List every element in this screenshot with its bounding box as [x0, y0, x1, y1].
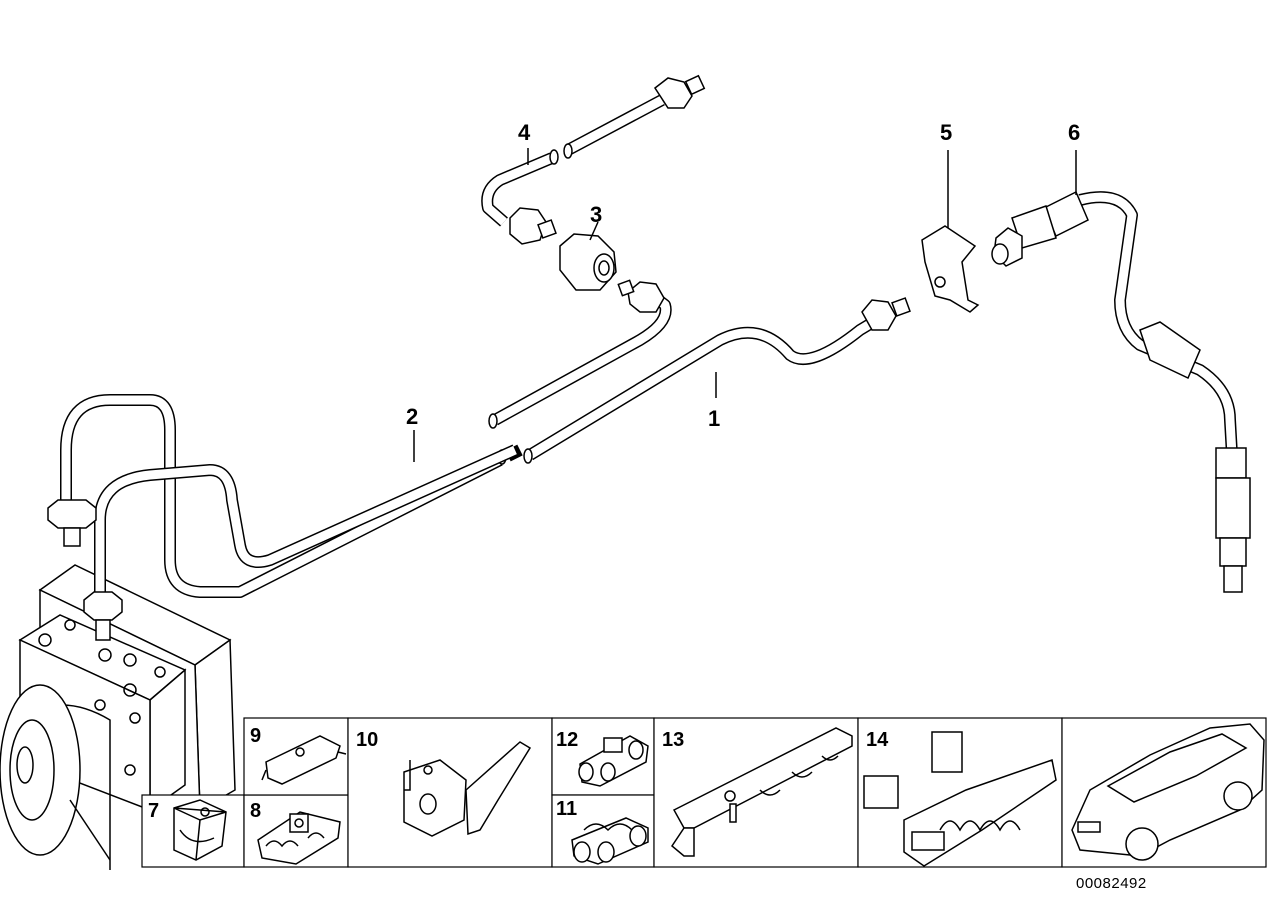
rail-13 — [671, 727, 853, 857]
callout-2: 2 — [406, 404, 418, 429]
bracket-10 — [403, 741, 532, 837]
clips-14 — [863, 731, 1057, 867]
callout-4: 4 — [518, 120, 531, 145]
parts-inset-grid: 7 8 9 10 11 12 13 14 — [141, 717, 1267, 868]
adapter-3 — [559, 221, 617, 291]
clip-7 — [173, 799, 227, 861]
callout-3: 3 — [590, 202, 602, 227]
vehicle-outline — [1071, 723, 1265, 861]
brake-line-1 — [94, 312, 884, 600]
callout-14: 14 — [866, 729, 889, 751]
callout-1: 1 — [708, 406, 720, 431]
clip-8 — [257, 811, 341, 865]
clip-11 — [571, 817, 649, 865]
callout-12: 12 — [556, 729, 578, 751]
clip-12 — [578, 735, 649, 787]
fitting-part-1 — [861, 297, 911, 331]
callout-10: 10 — [356, 729, 378, 751]
brake-line-2 — [60, 290, 672, 598]
clip-9 — [261, 735, 347, 785]
document-number: 00082492 — [1076, 875, 1147, 892]
brake-hose-6 — [991, 150, 1251, 593]
fitting-part-2 — [617, 279, 665, 313]
callout-11: 11 — [556, 798, 577, 820]
bracket-5 — [921, 150, 980, 313]
callout-9: 9 — [250, 725, 261, 747]
callout-6: 6 — [1068, 120, 1080, 145]
callout-8: 8 — [250, 800, 261, 822]
callout-5: 5 — [940, 120, 952, 145]
callout-13: 13 — [662, 729, 684, 751]
callout-7: 7 — [148, 800, 159, 822]
brake-line-4 — [481, 74, 706, 245]
abs-hydraulic-unit — [0, 564, 236, 870]
left-fittings — [47, 499, 123, 641]
